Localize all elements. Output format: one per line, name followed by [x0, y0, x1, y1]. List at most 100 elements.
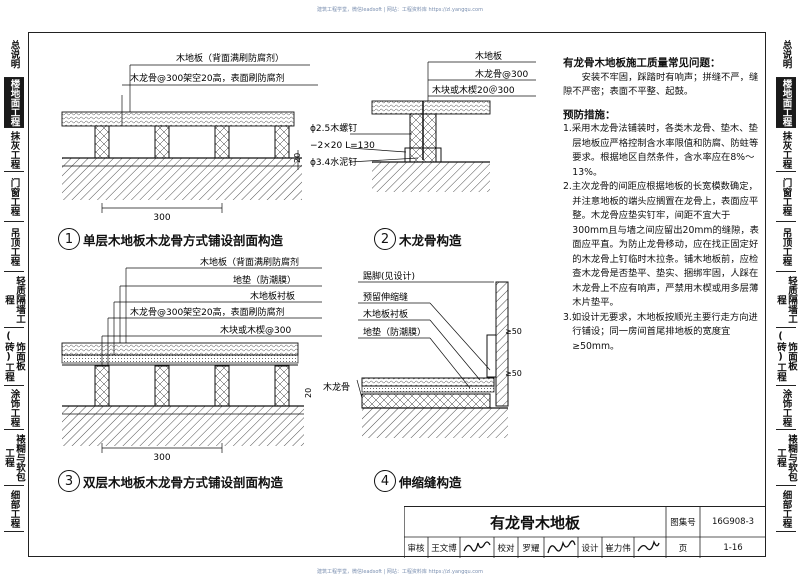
drawing-title: 有龙骨木地板 [489, 513, 580, 532]
signature-1 [463, 541, 491, 552]
d4-label-5: 木龙骨 [323, 381, 350, 393]
signature-3 [637, 540, 660, 552]
right-tab-label: 抹灰工程 [780, 130, 792, 169]
d1-label-1: 木地板（背面满刷防腐剂） [176, 52, 284, 64]
left-tab-label: 吊顶工程 [8, 227, 20, 266]
left-tab-2[interactable]: 楼地面工程 [4, 78, 24, 128]
d1-dim-300: 300 [153, 213, 170, 223]
d2-label-2: 木龙骨@300 [475, 68, 528, 80]
bottom-watermark: 建筑工程学堂，微信leadsoft | 网站：工程资料库 https://zl.… [317, 569, 483, 575]
review-label: 审核 [407, 543, 425, 554]
notes-item-2: 2.主次龙骨的间距应根据地板的长宽模数确定，并注意地板的端头应搁置在龙骨上，表面… [563, 181, 759, 308]
d1-label-2: 木龙骨@300架空20高，表面刷防腐剂 [130, 72, 285, 84]
left-tab-label: 饰面板(砖)工程 [3, 331, 25, 382]
right-tab-5[interactable]: 吊顶工程 [776, 222, 796, 272]
right-tab-label: 吊顶工程 [780, 227, 792, 266]
right-tab-2[interactable]: 楼地面工程 [776, 78, 796, 128]
diagram-2: 木地板 木龙骨@300 木块或木楔20＠300 ϕ2.5木螺钉 −2×20 L=… [310, 50, 536, 192]
d2-label-3: 木块或木楔20＠300 [432, 84, 515, 96]
notes-prevent-title: 预防措施： [563, 108, 616, 121]
left-tab-label: 楼地面工程 [8, 78, 20, 127]
page-label: 页 [678, 543, 688, 554]
drawing-frame [28, 32, 766, 557]
atlas-number: 16G908-3 [711, 517, 755, 527]
caption-3: 3 双层木地板木龙骨方式铺设剖面构造 [58, 470, 283, 492]
notes-title: 有龙骨木地板施工质量常见问题： [563, 57, 721, 69]
title-block: 有龙骨木地板 图集号 16G908-3 审核 王文博 校对 罗耀 设计 崔力伟 … [404, 506, 766, 558]
design-name: 崔力伟 [605, 543, 631, 554]
caption-4-number: 4 [374, 470, 396, 492]
left-tab-label: 抹灰工程 [8, 130, 20, 169]
right-tab-label: 轻质隔墙工程 [775, 275, 797, 324]
right-tab-label: 裱糊与软包工程 [775, 433, 797, 482]
right-tab-4[interactable]: 门窗工程 [776, 172, 796, 222]
review-name: 王文博 [431, 543, 457, 554]
signature-2 [547, 540, 576, 554]
caption-1: 1 单层木地板木龙骨方式铺设剖面构造 [58, 228, 283, 250]
notes-item-3: 3.如设计无要求，木地板按顺光主要行走方向进行铺设；同一房间首尾排地板的宽度宜≥… [563, 311, 758, 352]
left-tab-7[interactable]: 饰面板(砖)工程 [3, 328, 25, 386]
right-tab-10[interactable]: 细部工程 [776, 486, 796, 532]
d3-label-1: 木地板（背面满刷防腐剂 [200, 256, 299, 268]
right-tab-label: 细部工程 [780, 489, 792, 528]
left-tab-6[interactable]: 轻质隔墙工程 [3, 272, 25, 328]
left-tab-10[interactable]: 细部工程 [4, 486, 24, 532]
left-tab-label: 总说明 [8, 40, 20, 69]
left-tab-4[interactable]: 门窗工程 [4, 172, 24, 222]
left-tab-1[interactable]: 总说明 [4, 32, 24, 78]
d3-label-5: 木块或木楔@300 [220, 324, 291, 336]
caption-4-text: 伸缩缝构造 [399, 474, 462, 490]
right-tab-6[interactable]: 轻质隔墙工程 [775, 272, 797, 328]
caption-2-number: 2 [374, 228, 396, 250]
d4-label-4: 地垫（防潮膜） [363, 326, 426, 338]
diagram-1: 300 20 木地板（背面满刷防腐剂） 木龙骨@300架空20高，表面刷防腐剂 [61, 52, 318, 223]
left-tab-5[interactable]: 吊顶工程 [4, 222, 24, 272]
proofread-name: 罗耀 [522, 543, 540, 554]
d3-dim-20: 20 [304, 388, 313, 398]
left-tab-label: 轻质隔墙工程 [3, 275, 25, 324]
d3-label-3: 木地板衬板 [250, 290, 295, 302]
left-tab-label: 涂饰工程 [8, 388, 20, 427]
left-tab-label: 门窗工程 [8, 177, 20, 216]
caption-2: 2 木龙骨构造 [374, 228, 462, 250]
proofread-label: 校对 [497, 543, 515, 554]
d4-label-3: 木地板衬板 [363, 308, 408, 320]
notes-problem: 安装不牢固，踩踏时有响声；拼缝不严，缝隙不严密；表面不平整、起鼓。 [563, 71, 759, 98]
caption-4: 4 伸缩缝构造 [374, 470, 462, 492]
right-tab-label: 饰面板(砖)工程 [775, 331, 797, 382]
caption-1-number: 1 [58, 228, 80, 250]
d4-dim-50-a: ≥50 [505, 327, 522, 336]
right-tab-3[interactable]: 抹灰工程 [776, 128, 796, 172]
right-tab-1[interactable]: 总说明 [776, 32, 796, 78]
left-tab-3[interactable]: 抹灰工程 [4, 128, 24, 172]
left-tab-label: 裱糊与软包工程 [3, 433, 25, 482]
top-watermark: 建筑工程学堂，微信leadsoft | 网站：工程资料库 https://zl.… [317, 7, 483, 13]
d1-dim-20: 20 [293, 153, 302, 163]
d2-nail-3: ϕ3.4水泥钉 [310, 156, 357, 168]
atlas-label: 图集号 [670, 518, 696, 528]
d3-label-4: 木龙骨@300架空20高，表面刷防腐剂 [130, 306, 285, 318]
d3-dim-300: 300 [153, 453, 170, 463]
left-tab-label: 细部工程 [8, 489, 20, 528]
left-tab-9[interactable]: 裱糊与软包工程 [3, 430, 25, 486]
right-tab-9[interactable]: 裱糊与软包工程 [775, 430, 797, 486]
caption-3-text: 双层木地板木龙骨方式铺设剖面构造 [83, 474, 284, 490]
caption-3-number: 3 [58, 470, 80, 492]
d4-label-2: 预留伸缩缝 [363, 291, 408, 303]
right-tab-label: 涂饰工程 [780, 388, 792, 427]
right-tab-8[interactable]: 涂饰工程 [776, 386, 796, 430]
diagram-4: 踢脚(见设计) 预留伸缩缝 木地板衬板 地垫（防潮膜） 木龙骨 ≥50 ≥50 [323, 270, 522, 438]
right-tab-label: 总说明 [780, 40, 792, 69]
d2-label-1: 木地板 [475, 50, 502, 62]
d3-label-2: 地垫（防潮膜） [233, 274, 296, 286]
notes-item-1: 1.采用木龙骨法铺装时，各类木龙骨、垫木、垫层地板应严格控制含水率限值和防腐、防… [563, 123, 759, 178]
d4-dim-50-b: ≥50 [505, 369, 522, 378]
right-tab-7[interactable]: 饰面板(砖)工程 [775, 328, 797, 386]
quality-notes: 有龙骨木地板施工质量常见问题： 安装不牢固，踩踏时有响声；拼缝不严，缝隙不严密；… [563, 56, 759, 354]
d4-label-1: 踢脚(见设计) [363, 270, 415, 282]
page-number: 1-16 [723, 542, 743, 553]
right-tab-label: 门窗工程 [780, 177, 792, 216]
left-tab-8[interactable]: 涂饰工程 [4, 386, 24, 430]
caption-2-text: 木龙骨构造 [399, 232, 462, 248]
